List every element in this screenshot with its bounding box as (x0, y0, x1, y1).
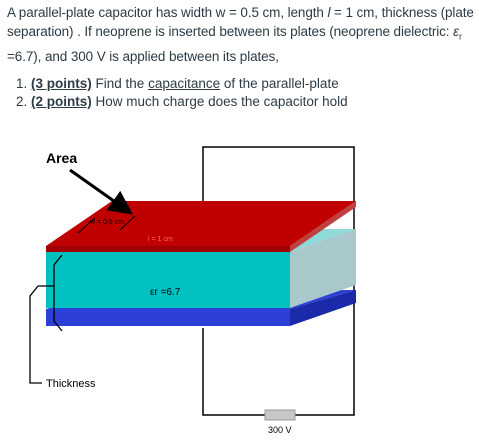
question-2: 2. (2 points) How much charge does the c… (16, 94, 348, 109)
length-label: l = 1 cm (148, 236, 173, 243)
thickness-leader (29, 285, 42, 384)
dielectric-front (46, 252, 290, 308)
voltage-label: 300 V (268, 425, 292, 435)
wire-bottom (202, 328, 265, 416)
question-1-points: (3 points) (31, 76, 92, 91)
width-dimension (77, 217, 96, 234)
problem-statement: A parallel-plate capacitor has width w =… (7, 3, 475, 66)
capacitor-figure: 300 V εr =6.7 l = 1 cm Area w = 0.5 cm T… (0, 138, 479, 437)
bottom-plate-front (46, 309, 290, 326)
problem-text: A parallel-plate capacitor has width w =… (7, 5, 474, 64)
area-arrow (69, 168, 133, 215)
top-plate-side (290, 201, 356, 252)
thickness-bracket (53, 254, 63, 332)
voltage-source (264, 409, 296, 421)
capacitor-diagram: 300 V εr =6.7 l = 1 cm Area w = 0.5 cm T… (29, 146, 356, 435)
bottom-plate-side (290, 290, 356, 326)
question-2-points: (2 points) (31, 94, 92, 109)
question-list: 1. (3 points) Find the capacitance of th… (16, 75, 348, 111)
width-label: w = 0.5 cm (89, 219, 124, 226)
question-1: 1. (3 points) Find the capacitance of th… (16, 76, 339, 91)
length-symbol: l (327, 5, 331, 20)
thickness-label: Thickness (46, 378, 96, 390)
top-plate-front (46, 246, 290, 252)
capacitance-link[interactable]: capacitance (148, 76, 221, 91)
wire-top (202, 146, 355, 416)
dielectric-side (290, 229, 356, 308)
area-label: Area (46, 150, 77, 166)
dielectric-label: εr =6.7 (150, 287, 181, 298)
permittivity-symbol: ε (453, 24, 459, 39)
